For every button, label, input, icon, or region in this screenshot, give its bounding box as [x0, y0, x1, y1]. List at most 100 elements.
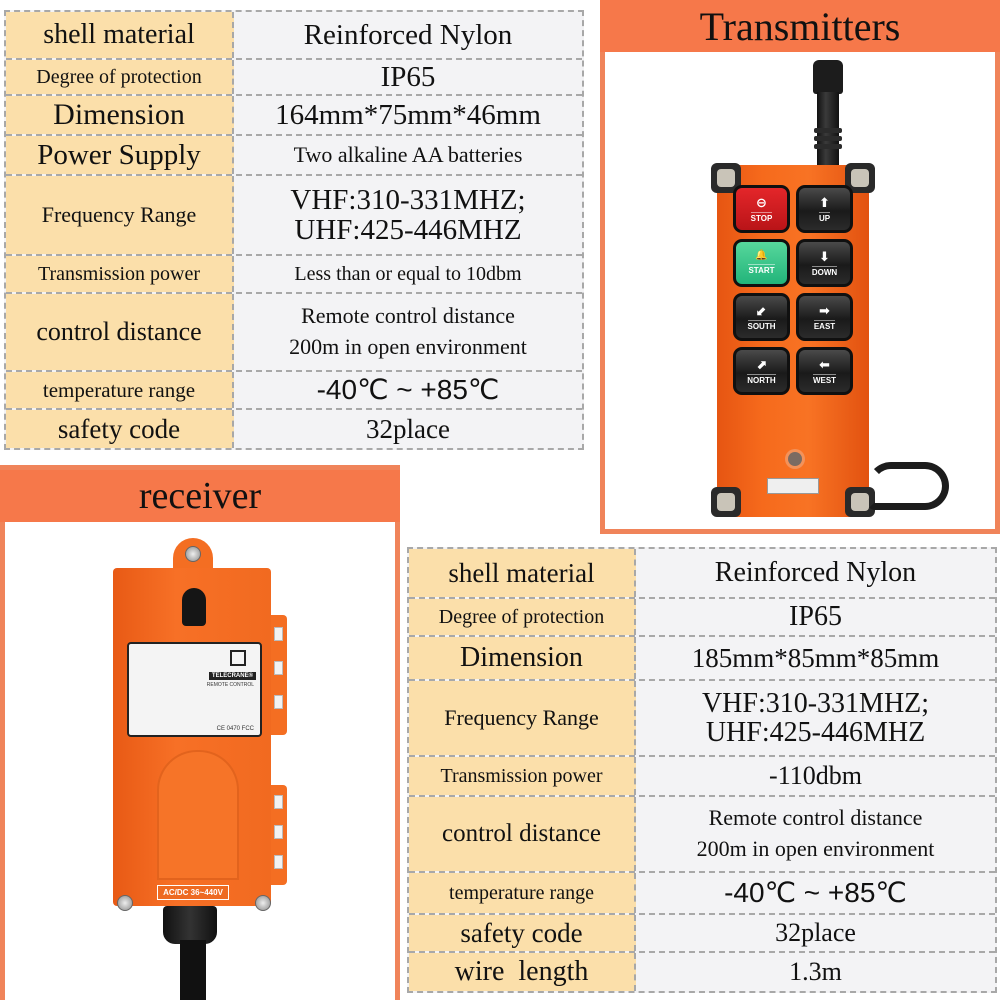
- corner-bumper: [845, 163, 875, 193]
- key-south: ⬋SOUTH: [733, 293, 790, 341]
- antenna-ring: [814, 144, 842, 149]
- spec-row-transmission-power: Transmission power Less than or equal to…: [6, 256, 582, 294]
- key-north: ⬈NORTH: [733, 347, 790, 395]
- transmitter-panel: Transmitters ⊖STOP ⬆UP 🔔START ⬇DOWN ⬋SOU…: [600, 0, 1000, 534]
- spec-value-line: IP65: [789, 601, 842, 633]
- spec-value-line: Reinforced Nylon: [714, 557, 917, 589]
- spec-row-wire-length: wire length 1.3m: [409, 953, 995, 991]
- spec-label: Power Supply: [6, 136, 234, 174]
- spec-row-safety-code: safety code 32place: [6, 410, 582, 448]
- spec-value: VHF:310-331MHZ; UHF:425-446MHZ: [234, 176, 582, 254]
- spec-row-degree-of-protection: Degree of protection IP65: [409, 599, 995, 637]
- spec-row-frequency-range: Frequency Range VHF:310-331MHZ; UHF:425-…: [409, 681, 995, 757]
- spec-row-control-distance: control distance Remote control distance…: [409, 797, 995, 873]
- spec-label: safety code: [6, 410, 234, 448]
- spec-value-line: -40℃ ~ +85℃: [316, 374, 500, 406]
- spec-label: wire length: [409, 953, 636, 991]
- spec-row-safety-code: safety code 32place: [409, 915, 995, 953]
- spec-label: Transmission power: [409, 757, 636, 795]
- corner-bumper: [711, 487, 741, 517]
- stop-icon: ⊖: [756, 194, 767, 210]
- key-start: 🔔 START: [733, 239, 790, 287]
- spec-row-power-supply: Power Supply Two alkaline AA batteries: [6, 136, 582, 176]
- key-up: ⬆UP: [796, 185, 853, 233]
- screw: [255, 895, 271, 911]
- spec-value: IP65: [234, 60, 582, 94]
- antenna-stub: [182, 588, 206, 626]
- receiver-panel: receiver TELECRANE® REMOTE CONTROL CE 04…: [0, 465, 400, 1000]
- spec-label: Transmission power: [6, 256, 234, 292]
- spec-value: 1.3m: [636, 953, 995, 991]
- key-label: WEST: [812, 373, 837, 385]
- arrow-up-icon: ⬆: [819, 194, 830, 210]
- spec-value: IP65: [636, 599, 995, 635]
- spec-row-shell-material: shell material Reinforced Nylon: [6, 12, 582, 60]
- indicator-led: [788, 452, 802, 466]
- spec-value: 32place: [234, 410, 582, 448]
- label-subtitle: REMOTE CONTROL: [206, 682, 254, 688]
- spec-label: Degree of protection: [409, 599, 636, 635]
- spec-row-dimension: Dimension 185mm*85mm*85mm: [409, 637, 995, 681]
- spec-value: -40℃ ~ +85℃: [234, 372, 582, 408]
- spec-value-line: 200m in open environment: [289, 334, 527, 359]
- spec-value-line: Less than or equal to 10dbm: [294, 262, 522, 285]
- key-west: ⬅WEST: [796, 347, 853, 395]
- spec-value-line: 200m in open environment: [696, 836, 935, 861]
- spec-value-line: -110dbm: [769, 761, 862, 791]
- key-label: STOP: [750, 211, 773, 223]
- receiver-title: receiver: [0, 470, 400, 522]
- power-cable: [180, 940, 206, 1000]
- spec-label: safety code: [409, 915, 636, 951]
- key-label: SOUTH: [747, 319, 776, 331]
- spec-value: Remote control distance 200m in open env…: [234, 294, 582, 370]
- spec-row-transmission-power: Transmission power -110dbm: [409, 757, 995, 797]
- spec-value-line: 164mm*75mm*46mm: [275, 98, 541, 131]
- spec-value: 32place: [636, 915, 995, 951]
- key-label: EAST: [813, 319, 836, 331]
- spec-value-line: Reinforced Nylon: [303, 18, 513, 51]
- spec-label: shell material: [6, 12, 234, 58]
- spec-value: Reinforced Nylon: [234, 12, 582, 58]
- side-clip: [271, 615, 287, 735]
- spec-value-line: VHF:310-331MHZ;: [290, 183, 526, 216]
- spec-row-frequency-range: Frequency Range VHF:310-331MHZ; UHF:425-…: [6, 176, 582, 256]
- spec-value: 164mm*75mm*46mm: [234, 96, 582, 134]
- spec-row-temperature-range: temperature range -40℃ ~ +85℃: [6, 372, 582, 410]
- spec-row-shell-material: shell material Reinforced Nylon: [409, 549, 995, 599]
- label-certification: CE 0470 FCC: [216, 726, 254, 732]
- spec-label: shell material: [409, 549, 636, 597]
- brand-logo-icon: [230, 650, 246, 666]
- spec-value-line: Two alkaline AA batteries: [293, 142, 523, 168]
- spec-value: Less than or equal to 10dbm: [234, 256, 582, 292]
- spec-value: -40℃ ~ +85℃: [636, 873, 995, 913]
- spec-value-line: VHF:310-331MHZ;: [701, 687, 930, 719]
- key-label: START: [748, 264, 775, 275]
- spec-row-dimension: Dimension 164mm*75mm*46mm: [6, 96, 582, 136]
- label-brand: TELECRANE®: [208, 672, 256, 680]
- spec-value-line: IP65: [380, 60, 436, 93]
- antenna-ring: [814, 136, 842, 141]
- spec-value: Reinforced Nylon: [636, 549, 995, 597]
- transmitter-keypad: ⊖STOP ⬆UP 🔔START ⬇DOWN ⬋SOUTH ➡EAST ⬈NOR…: [733, 185, 853, 395]
- spec-value-line: 32place: [366, 413, 450, 444]
- cable-hood: [157, 750, 239, 880]
- spec-value-line: Remote control distance: [708, 805, 923, 831]
- spec-label: Dimension: [409, 637, 636, 679]
- side-clip: [271, 785, 287, 885]
- spec-label: temperature range: [409, 873, 636, 913]
- arrow-down-icon: ⬇: [819, 248, 830, 264]
- spec-label: Frequency Range: [409, 681, 636, 755]
- transmitter-title: Transmitters: [600, 0, 1000, 52]
- spec-value: Two alkaline AA batteries: [234, 136, 582, 174]
- key-label: UP: [818, 211, 831, 223]
- spec-value: Remote control distance 200m in open env…: [636, 797, 995, 871]
- bell-icon: 🔔: [755, 250, 768, 261]
- arrow-up-right-icon: ⬈: [756, 356, 767, 372]
- spec-value-line: 185mm*85mm*85mm: [691, 642, 940, 673]
- spec-value-line: 1.3m: [789, 957, 842, 987]
- voltage-tag: AC/DC 36~440V: [157, 885, 229, 900]
- screw: [117, 895, 133, 911]
- spec-value: 185mm*85mm*85mm: [636, 637, 995, 679]
- spec-label: Degree of protection: [6, 60, 234, 94]
- spec-value-line: 32place: [775, 918, 856, 948]
